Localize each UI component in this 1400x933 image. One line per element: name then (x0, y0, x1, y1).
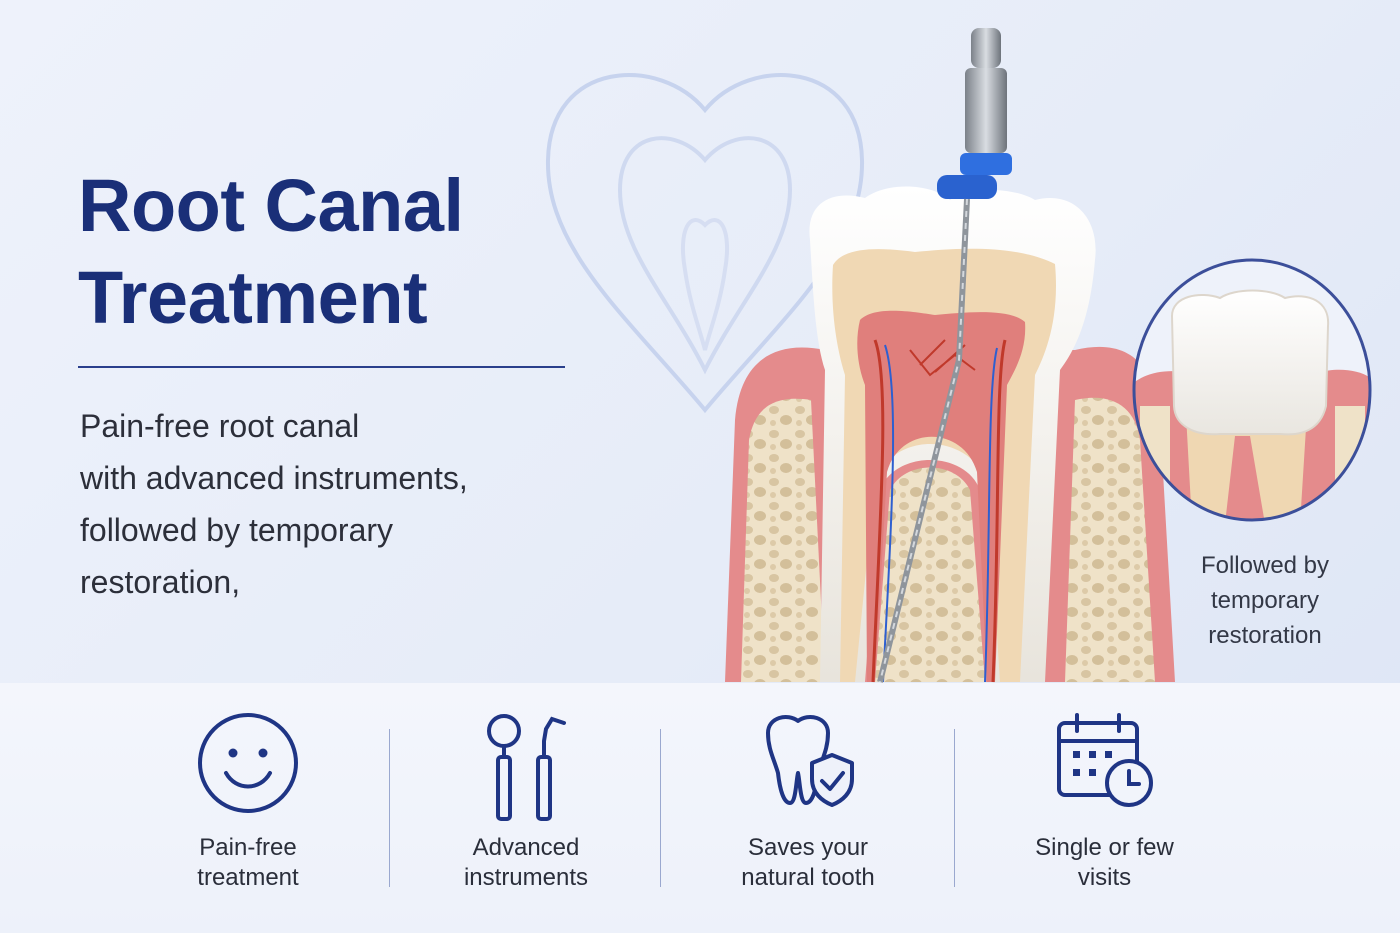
feature-divider (954, 729, 955, 887)
tooth-cross-section-illustration (725, 28, 1175, 683)
description-line: with advanced instruments, (80, 460, 468, 496)
caption-line: restoration (1208, 622, 1322, 649)
dental-instruments-icon (487, 714, 566, 821)
feature-label-line: visits (1077, 864, 1132, 891)
title-divider (78, 366, 565, 368)
caption-line: Followed by (1200, 552, 1330, 579)
feature-label-line: instruments (463, 864, 589, 891)
feature-saves-tooth: Saves your natural tooth (663, 683, 953, 933)
caption-line: temporary (1210, 587, 1320, 614)
feature-pain-free: Pain-free treatment (110, 683, 386, 933)
title-line: Treatment (78, 256, 428, 339)
description-line: followed by temporary (80, 512, 394, 548)
feature-divider (660, 729, 661, 887)
title-line: Root Canal (78, 164, 464, 247)
description-line: restoration, (80, 564, 241, 600)
hero-description: Pain-free root canal with advanced instr… (80, 400, 550, 608)
tooth-shield-icon (766, 715, 854, 807)
feature-advanced-instruments: Advanced instruments (392, 683, 660, 933)
heart-outline-icon (545, 73, 865, 414)
features-bar: Pain-free treatment Advanced instruments… (0, 683, 1400, 933)
feature-label: Single or few visits (957, 833, 1252, 893)
feature-label: Advanced instruments (392, 833, 660, 893)
restored-tooth-inset (1132, 258, 1372, 522)
feature-label-line: Single or few (1035, 834, 1174, 861)
feature-label-line: Advanced (472, 834, 580, 861)
feature-label-line: natural tooth (741, 864, 875, 891)
feature-label-line: Saves your (747, 834, 869, 861)
feature-label: Saves your natural tooth (663, 833, 953, 893)
feature-divider (389, 729, 390, 887)
calendar-clock-icon (1056, 713, 1153, 807)
feature-label-line: Pain-free (199, 834, 297, 861)
inset-caption: Followed by temporary restoration (1160, 548, 1370, 653)
page-title: Root Canal Treatment (78, 160, 464, 344)
feature-label-line: treatment (197, 864, 299, 891)
feature-few-visits: Single or few visits (957, 683, 1252, 933)
smiley-face-icon (198, 713, 298, 813)
description-line: Pain-free root canal (80, 408, 360, 444)
feature-label: Pain-free treatment (110, 833, 386, 893)
